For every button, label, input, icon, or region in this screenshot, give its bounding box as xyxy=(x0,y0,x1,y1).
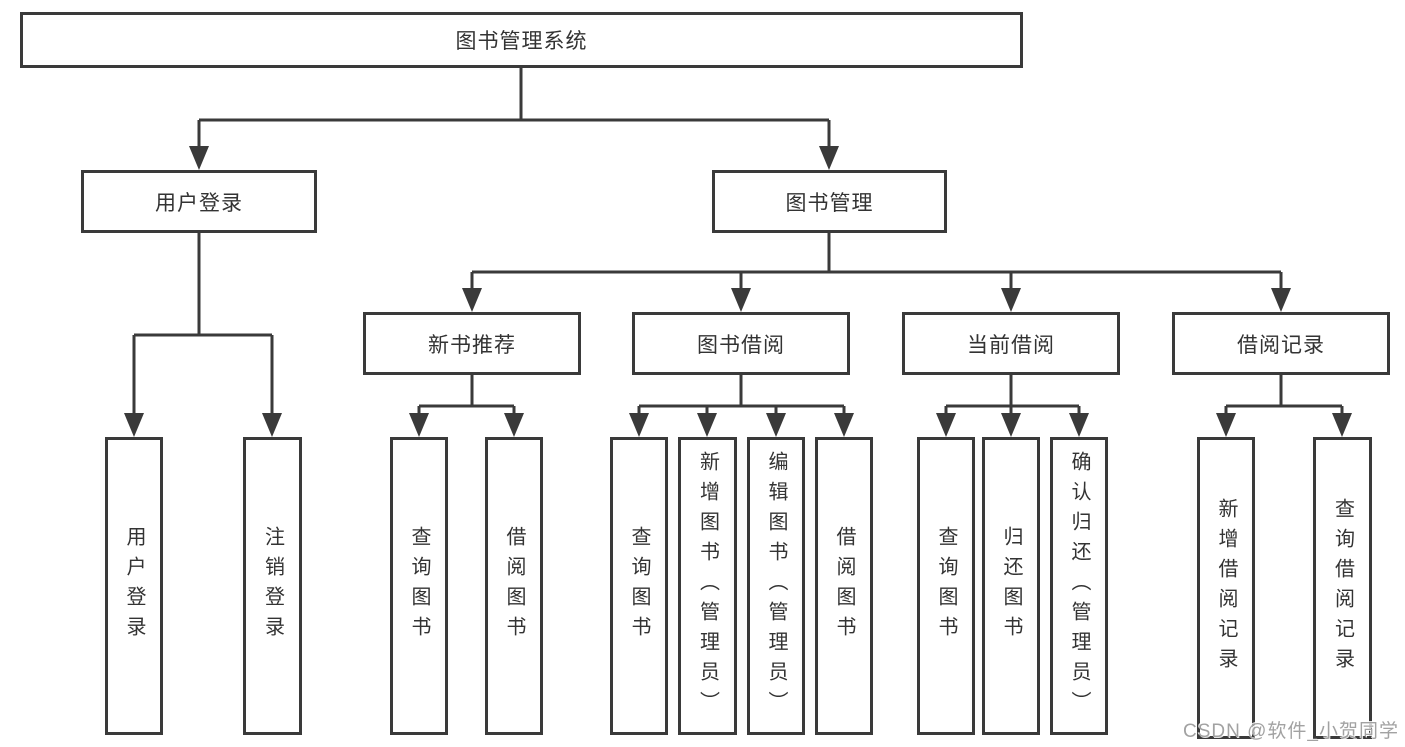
arrowhead-leaf-query-books-recommend xyxy=(409,413,429,437)
node-user-login: 用户登录 xyxy=(81,170,317,233)
leaf-query-books-recommend-label: 查询图书 xyxy=(408,526,430,646)
arrowhead-user-login xyxy=(189,146,209,170)
leaf-query-books-current: 查询图书 xyxy=(917,437,975,735)
leaf-borrow-books-label: 借阅图书 xyxy=(833,526,855,646)
node-book-management: 图书管理 xyxy=(712,170,947,233)
arrowhead-leaf-confirm-return-admin xyxy=(1069,413,1089,437)
connector-bookmgmt-to-level3 xyxy=(470,233,1283,300)
arrowhead-leaf-borrow-books-recommend xyxy=(504,413,524,437)
leaf-borrow-books-recommend-label: 借阅图书 xyxy=(503,526,525,646)
leaf-user-login: 用户登录 xyxy=(105,437,163,735)
leaf-confirm-return-admin-label: 确认归还（管理员） xyxy=(1068,451,1090,721)
arrowhead-new-book-recommend xyxy=(462,288,482,312)
node-new-book-recommend: 新书推荐 xyxy=(363,312,581,375)
leaf-add-books-admin-label: 新增图书（管理员） xyxy=(696,451,719,721)
node-book-borrow-label: 图书借阅 xyxy=(697,333,785,357)
arrowhead-leaf-query-borrow-record xyxy=(1332,413,1352,437)
leaf-query-borrow-record: 查询借阅记录 xyxy=(1313,437,1372,739)
node-borrow-records: 借阅记录 xyxy=(1172,312,1390,375)
leaf-add-books-admin: 新增图书（管理员） xyxy=(678,437,737,735)
csdn-watermark: CSDN @软件_小贺同学 xyxy=(1183,721,1399,742)
leaf-logout: 注销登录 xyxy=(243,437,302,735)
leaf-query-books-borrow: 查询图书 xyxy=(610,437,668,735)
arrowhead-leaf-borrow-books xyxy=(834,413,854,437)
node-root-label: 图书管理系统 xyxy=(455,30,588,53)
leaf-logout-label: 注销登录 xyxy=(261,526,284,646)
leaf-add-borrow-record: 新增借阅记录 xyxy=(1197,437,1255,739)
leaf-borrow-books-recommend: 借阅图书 xyxy=(485,437,543,735)
leaf-return-books-label: 归还图书 xyxy=(1000,526,1022,646)
leaf-borrow-books: 借阅图书 xyxy=(815,437,873,735)
leaf-user-login-label: 用户登录 xyxy=(123,526,145,646)
arrowhead-current-borrow xyxy=(1001,288,1021,312)
connector-newbook-to-leaves xyxy=(417,375,516,425)
arrowhead-leaf-edit-books-admin xyxy=(766,413,786,437)
leaf-edit-books-admin: 编辑图书（管理员） xyxy=(747,437,805,735)
arrowhead-leaf-logout xyxy=(262,413,282,437)
node-current-borrow-label: 当前借阅 xyxy=(967,333,1055,357)
leaf-edit-books-admin-label: 编辑图书（管理员） xyxy=(765,451,787,721)
arrowhead-leaf-add-borrow-record xyxy=(1216,413,1236,437)
leaf-confirm-return-admin: 确认归还（管理员） xyxy=(1050,437,1108,735)
leaf-add-borrow-record-label: 新增借阅记录 xyxy=(1215,498,1237,678)
connector-borrowrecords-to-leaves xyxy=(1224,375,1344,425)
arrowhead-leaf-return-books xyxy=(1001,413,1021,437)
leaf-return-books: 归还图书 xyxy=(982,437,1040,735)
node-new-book-recommend-label: 新书推荐 xyxy=(428,333,516,357)
node-borrow-records-label: 借阅记录 xyxy=(1237,333,1325,357)
connector-bookborrow-to-leaves xyxy=(637,375,846,425)
connector-strokes xyxy=(132,68,1344,425)
connector-userlogin-to-leaves xyxy=(132,233,274,425)
arrowheads xyxy=(124,146,1352,437)
arrowhead-leaf-add-books-admin xyxy=(697,413,717,437)
node-book-management-label: 图书管理 xyxy=(785,191,874,215)
arrowhead-borrow-records xyxy=(1271,288,1291,312)
leaf-query-borrow-record-label: 查询借阅记录 xyxy=(1331,498,1354,678)
arrowhead-leaf-user-login xyxy=(124,413,144,437)
leaf-query-books-recommend: 查询图书 xyxy=(390,437,448,735)
arrowhead-book-management xyxy=(819,146,839,170)
node-user-login-label: 用户登录 xyxy=(155,191,243,215)
arrowhead-book-borrow xyxy=(731,288,751,312)
node-current-borrow: 当前借阅 xyxy=(902,312,1120,375)
arrowhead-leaf-query-books-current xyxy=(936,413,956,437)
arrowhead-leaf-query-books-borrow xyxy=(629,413,649,437)
node-book-borrow: 图书借阅 xyxy=(632,312,850,375)
leaf-query-books-borrow-label: 查询图书 xyxy=(628,526,650,646)
connector-root-to-level2 xyxy=(197,68,831,158)
node-root-system: 图书管理系统 xyxy=(20,12,1023,68)
leaf-query-books-current-label: 查询图书 xyxy=(935,526,957,646)
